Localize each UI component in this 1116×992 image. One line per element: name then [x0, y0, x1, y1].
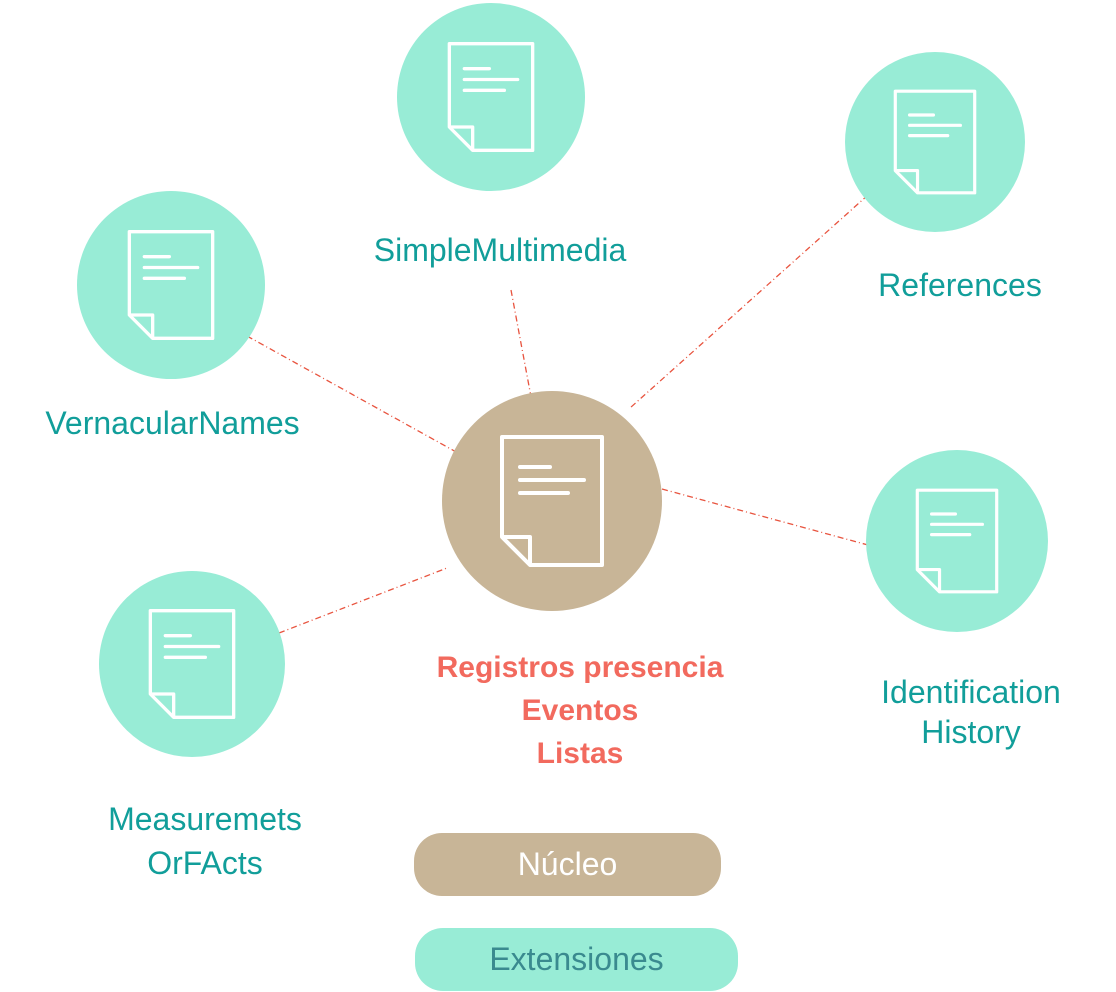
label-line: History: [921, 714, 1021, 750]
document-icon: [127, 230, 215, 341]
core-line: Registros presencia: [436, 651, 724, 684]
link-simple-multimedia: [510, 289, 533, 403]
link-measurements: [278, 567, 448, 634]
link-references: [629, 194, 869, 409]
document-icon: [915, 488, 999, 594]
extension-label-identification-history: Identification History: [846, 672, 1096, 752]
link-identification-history: [661, 488, 869, 546]
extension-label-vernacular-names: VernacularNames: [45, 405, 300, 441]
label-line: OrFActs: [147, 845, 263, 881]
link-vernacular-names: [246, 335, 459, 454]
core-line: Eventos: [521, 694, 639, 727]
document-icon: [447, 42, 535, 152]
document-icon: [893, 89, 977, 195]
extension-label-measurements: Measuremets OrFActs: [70, 797, 340, 885]
legend-extension-pill: Extensiones: [415, 928, 738, 991]
extension-node-simple-multimedia[interactable]: [397, 3, 585, 191]
document-icon: [148, 609, 236, 719]
extension-node-vernacular-names[interactable]: [77, 191, 265, 379]
extension-node-identification-history[interactable]: [866, 450, 1048, 632]
extension-node-references[interactable]: [845, 52, 1025, 232]
core-description: Registros presencia Eventos Listas: [380, 646, 780, 775]
extension-node-measurements[interactable]: [99, 571, 285, 757]
legend-core-pill: Núcleo: [414, 833, 721, 896]
label-line: Identification: [881, 674, 1061, 710]
label-line: Measuremets: [108, 801, 302, 837]
extension-label-references: References: [878, 267, 1042, 303]
core-line: Listas: [536, 737, 624, 770]
extension-label-simple-multimedia: SimpleMultimedia: [373, 232, 627, 268]
core-node[interactable]: [442, 391, 662, 611]
document-icon: [500, 435, 604, 567]
